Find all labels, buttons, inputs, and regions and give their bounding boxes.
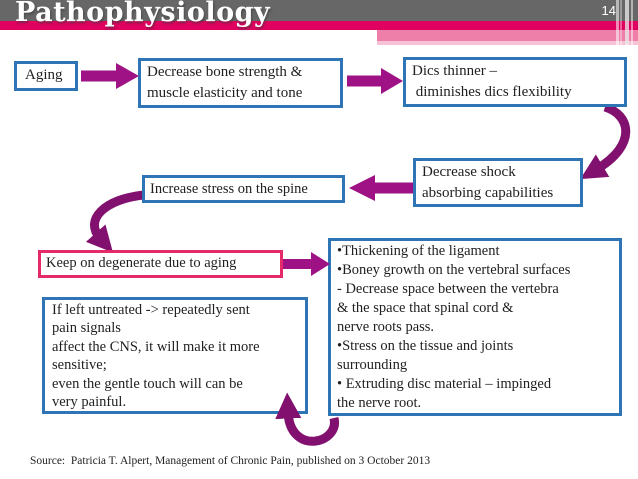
arrow-bone-to-discs-icon — [347, 68, 403, 94]
source-citation: Source: Patricia T. Alpert, Management o… — [30, 455, 431, 467]
header-stripe — [616, 0, 619, 45]
flow-box-discs-thinner: Dics thinner – diminishes dics flexibili… — [403, 57, 627, 107]
page-number: 14 — [601, 3, 616, 18]
curved-arrow-effects-to-untreated-icon — [275, 392, 339, 446]
header-bar — [0, 0, 638, 21]
flow-box-aging: Aging — [14, 61, 78, 91]
curved-arrow-discs-to-shock-icon — [580, 102, 631, 180]
header-pink-band — [377, 30, 638, 41]
arrow-aging-to-bone-icon — [81, 63, 139, 89]
slide-title: Pathophysiology — [15, 0, 271, 28]
header-stripe — [620, 0, 622, 45]
curved-arrow-stress-to-degenerate-icon — [85, 190, 145, 253]
header-stripe — [625, 0, 629, 45]
flow-box-degenerate: Keep on degenerate due to aging — [38, 250, 283, 278]
arrow-shock-to-stress-icon — [349, 175, 413, 201]
arrow-degenerate-to-effects-icon — [283, 252, 330, 276]
header-stripe — [631, 0, 633, 45]
flow-box-spine-stress: Increase stress on the spine — [142, 175, 345, 203]
flow-box-effects-list: •Thickening of the ligament •Boney growt… — [328, 238, 622, 416]
flow-box-shock-absorb: Decrease shock absorbing capabilities — [413, 158, 583, 207]
header-accent-line — [0, 21, 638, 30]
header-pink-band-light — [377, 41, 638, 45]
flow-box-bone-strength: Decrease bone strength & muscle elastici… — [138, 58, 343, 108]
flow-box-untreated: If left untreated -> repeatedly sent pai… — [42, 297, 308, 414]
